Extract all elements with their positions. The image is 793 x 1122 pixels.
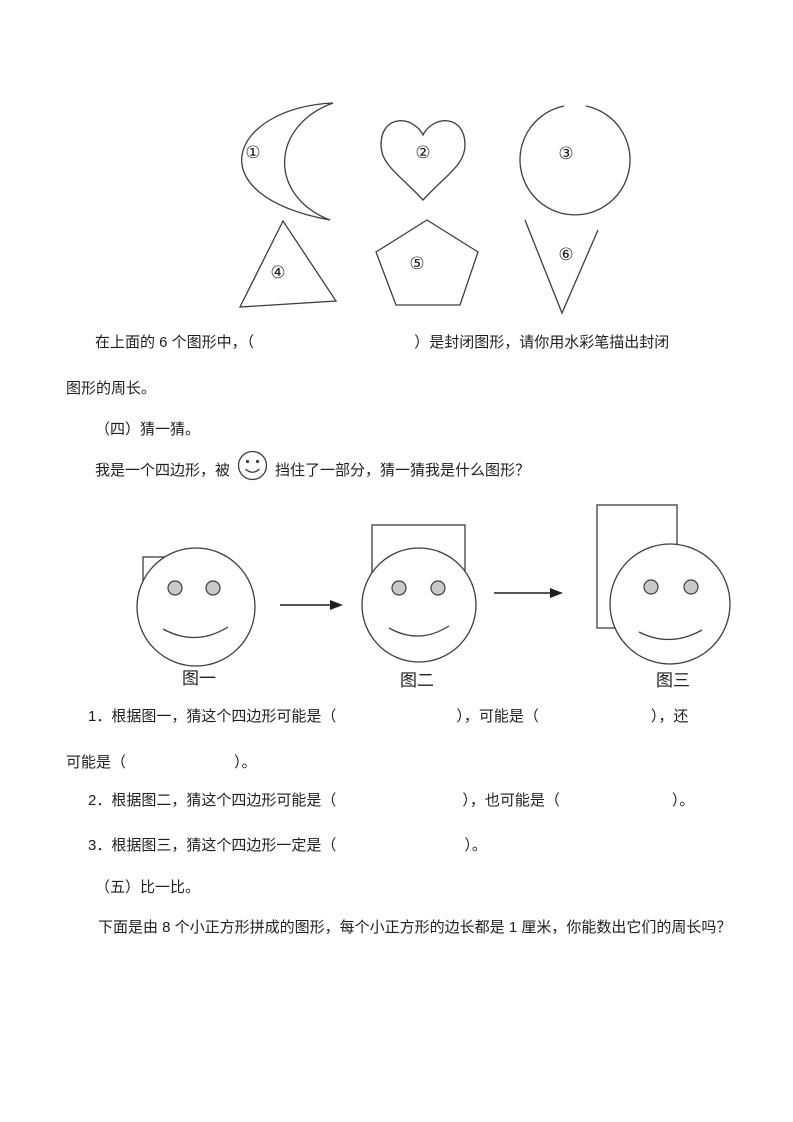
q2-text-b: ），也可能是（: [462, 792, 560, 809]
figures-canvas: [136, 504, 731, 667]
closed-question-text-after: ）是封闭图形，请你用水彩笔描出封闭: [414, 334, 670, 351]
section-five-heading-text: （五）比一比。: [95, 879, 201, 896]
fig1-right-eye: [205, 580, 221, 596]
question-2-line: 2．根据图二，猜这个四边形可能是（ ），也可能是（ ）。: [88, 790, 694, 812]
q2-text-c: ）。: [671, 792, 695, 809]
figure-1-caption: 图一: [182, 669, 216, 688]
answer-blank: [539, 727, 651, 728]
fig2-left-eye: [391, 580, 407, 596]
fig2-smiley-face: [361, 547, 477, 663]
riddle-line: 我是一个四边形，被 挡住了一部分，猜一猜我是什么图形？: [95, 450, 531, 486]
question-3-line: 3．根据图三，猜这个四边形一定是（ ）。: [88, 835, 487, 857]
q1-text-c: ），还: [650, 708, 689, 725]
heart-shape: [380, 120, 466, 201]
answer-blank: [254, 353, 414, 354]
riddle-text-before: 我是一个四边形，被: [95, 461, 231, 479]
closed-question-line1: 在上面的 6 个图形中，（ ）是封闭图形，请你用水彩笔描出封闭: [95, 332, 669, 354]
q3-text-a: 3．根据图三，猜这个四边形一定是（: [88, 837, 337, 854]
figure-3-caption: 图三: [656, 671, 690, 690]
figure-2-group: [361, 524, 477, 663]
q3-text-b: ）。: [464, 837, 487, 854]
fig3-smiley-face: [609, 543, 731, 665]
answer-blank: [336, 811, 462, 812]
six-shapes-canvas: ① ② ③ ④ ⑤ ⑥: [238, 102, 631, 315]
q1-text-a: 1．根据图一，猜这个四边形可能是（: [88, 708, 337, 725]
q2-text-a: 2．根据图二，猜这个四边形可能是（: [88, 792, 337, 809]
v-shape: [524, 219, 599, 315]
section-five-intro-text: 下面是由 8 个小正方形拼成的图形，每个小正方形的边长都是 1 厘米，你能数出它…: [98, 919, 732, 936]
question-1-line2: 可能是（ ）。: [66, 752, 257, 774]
smiley-face-icon: [237, 450, 268, 481]
q1-text-b: ），可能是（: [456, 708, 539, 725]
open-circle-shape: [519, 105, 631, 216]
arrow-1-icon: [280, 600, 343, 610]
arrow-2-icon: [494, 588, 563, 598]
fig3-left-eye: [643, 579, 659, 595]
closed-question-text-before: 在上面的 6 个图形中，（: [95, 334, 255, 351]
answer-blank: [336, 856, 464, 857]
question-1-line1: 1．根据图一，猜这个四边形可能是（ ），可能是（ ），还: [88, 706, 688, 728]
q1-text-e: ）。: [234, 754, 257, 771]
section-four-heading-text: （四）猜一猜。: [95, 421, 201, 438]
figure-2-caption: 图二: [400, 671, 434, 690]
riddle-text-after: 挡住了一部分，猜一猜我是什么图形？: [275, 461, 531, 479]
crescent-shape: [241, 102, 334, 221]
q1-text-d: 可能是（: [66, 754, 127, 771]
figure-3-group: [596, 504, 731, 665]
fig3-right-eye: [683, 579, 699, 595]
figure-1-group: [136, 547, 256, 667]
answer-blank: [126, 773, 234, 774]
section-five-heading: （五）比一比。: [95, 877, 200, 899]
closed-question-line2: 图形的周长。: [66, 378, 156, 400]
shape-label-5: ⑤: [409, 254, 424, 274]
section-four-heading: （四）猜一猜。: [95, 419, 200, 441]
fig2-smile: [388, 625, 450, 637]
triangle-shape: [238, 219, 338, 308]
answer-blank: [560, 811, 672, 812]
closed-question-text-cont: 图形的周长。: [66, 380, 157, 397]
section-five-intro: 下面是由 8 个小正方形拼成的图形，每个小正方形的边长都是 1 厘米，你能数出它…: [98, 917, 731, 939]
fig1-smiley-face: [136, 547, 256, 667]
shape-label-1: ①: [245, 143, 260, 163]
fig2-right-eye: [430, 580, 446, 596]
answer-blank: [336, 727, 456, 728]
fig1-smile: [162, 626, 229, 639]
pentagon-shape: [375, 219, 479, 306]
fig3-smile: [638, 629, 703, 641]
shape-label-2: ②: [415, 143, 430, 163]
shape-label-3: ③: [558, 144, 573, 164]
shape-label-4: ④: [270, 263, 285, 283]
fig1-left-eye: [167, 580, 183, 596]
shape-label-6: ⑥: [558, 245, 573, 265]
